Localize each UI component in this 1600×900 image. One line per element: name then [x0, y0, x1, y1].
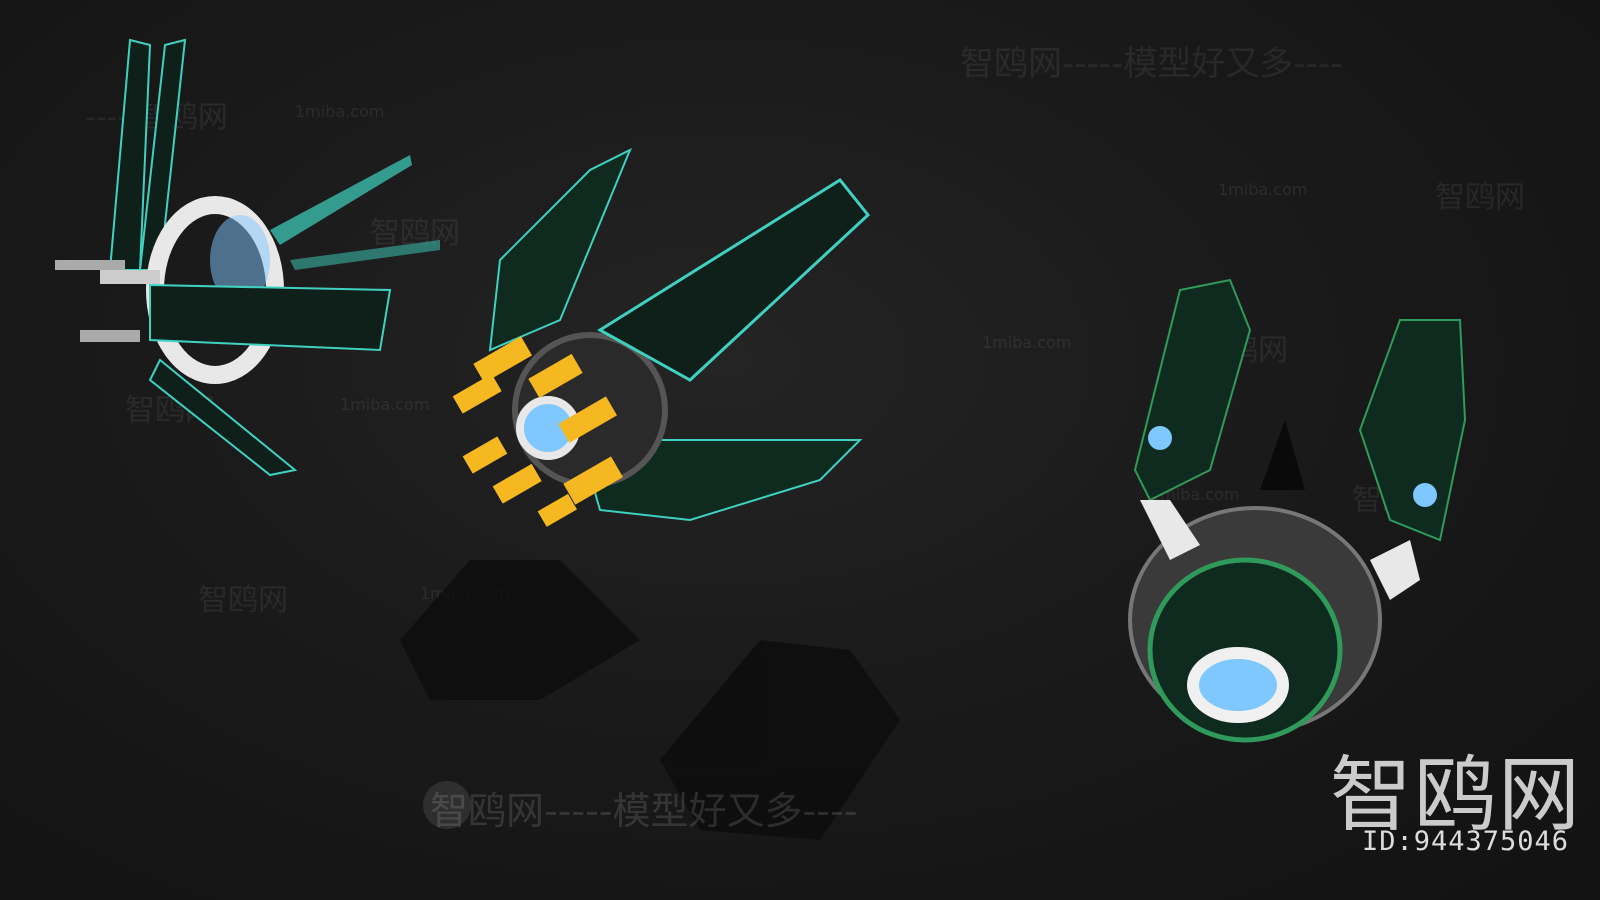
watermark-bottom: 智鸥网-----模型好又多----: [430, 789, 858, 833]
watermark-site: 1miba.com: [295, 102, 385, 121]
watermark-brand: ---- 智鸥网: [85, 100, 228, 135]
watermark-logo: 智鸥网: [1330, 748, 1583, 843]
watermark-brand: 智鸥网: [1435, 180, 1525, 215]
image-id: ID:944375046: [1362, 826, 1570, 857]
watermark-brand: 智鸥网: [198, 583, 288, 618]
watermark-top-right: 智鸥网-----模型好又多----: [960, 44, 1343, 84]
ship-middle: [452, 147, 871, 527]
ship-left: [55, 38, 440, 477]
ship-shadows: [400, 560, 900, 840]
watermark-site: 1miba.com: [982, 333, 1072, 352]
ship-right: [1128, 278, 1467, 743]
watermark-site: 1miba.com: [1218, 180, 1308, 199]
bird-logo-icon: [423, 781, 471, 829]
watermark-site: 1miba.com: [340, 395, 430, 414]
